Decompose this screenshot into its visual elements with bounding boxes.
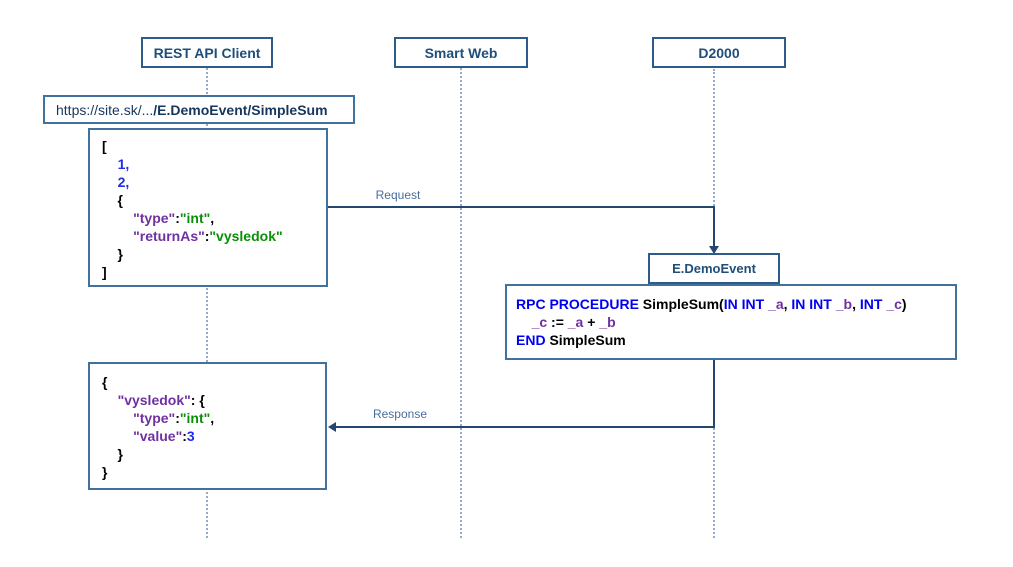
actor-box-rest-api-client: REST API Client: [141, 37, 273, 68]
url-box: https://site.sk/.../E.DemoEvent/SimpleSu…: [43, 95, 355, 124]
request-arrowhead: [709, 246, 719, 254]
event-box: E.DemoEvent: [648, 253, 780, 284]
response-arrow-vertical: [713, 360, 715, 426]
url-bold-path: /E.DemoEvent/SimpleSum: [153, 101, 328, 118]
request-arrow-horizontal: [328, 206, 715, 208]
actor-box-smart-web: Smart Web: [394, 37, 528, 68]
request-json-block: [ 1, 2, { "type":"int", "returnAs":"vysl…: [88, 128, 328, 287]
actor-label-smart-web: Smart Web: [424, 44, 498, 61]
lifeline-rest-api-client: [206, 68, 208, 538]
url-prefix: https://site.sk/...: [56, 101, 154, 118]
actor-label-d2000: D2000: [698, 44, 740, 61]
request-arrow-vertical: [713, 206, 715, 246]
response-arrow-horizontal: [336, 426, 715, 428]
rpc-code-block: RPC PROCEDURE SimpleSum(IN INT _a, IN IN…: [505, 284, 957, 360]
lifeline-smart-web: [460, 68, 462, 538]
response-label: Response: [372, 407, 428, 421]
event-label: E.DemoEvent: [672, 261, 756, 276]
response-arrowhead: [328, 422, 336, 432]
actor-box-d2000: D2000: [652, 37, 786, 68]
response-json-block: { "vysledok": { "type":"int", "value":3 …: [88, 362, 327, 490]
actor-label-rest-api-client: REST API Client: [153, 44, 261, 61]
request-label: Request: [375, 188, 421, 202]
